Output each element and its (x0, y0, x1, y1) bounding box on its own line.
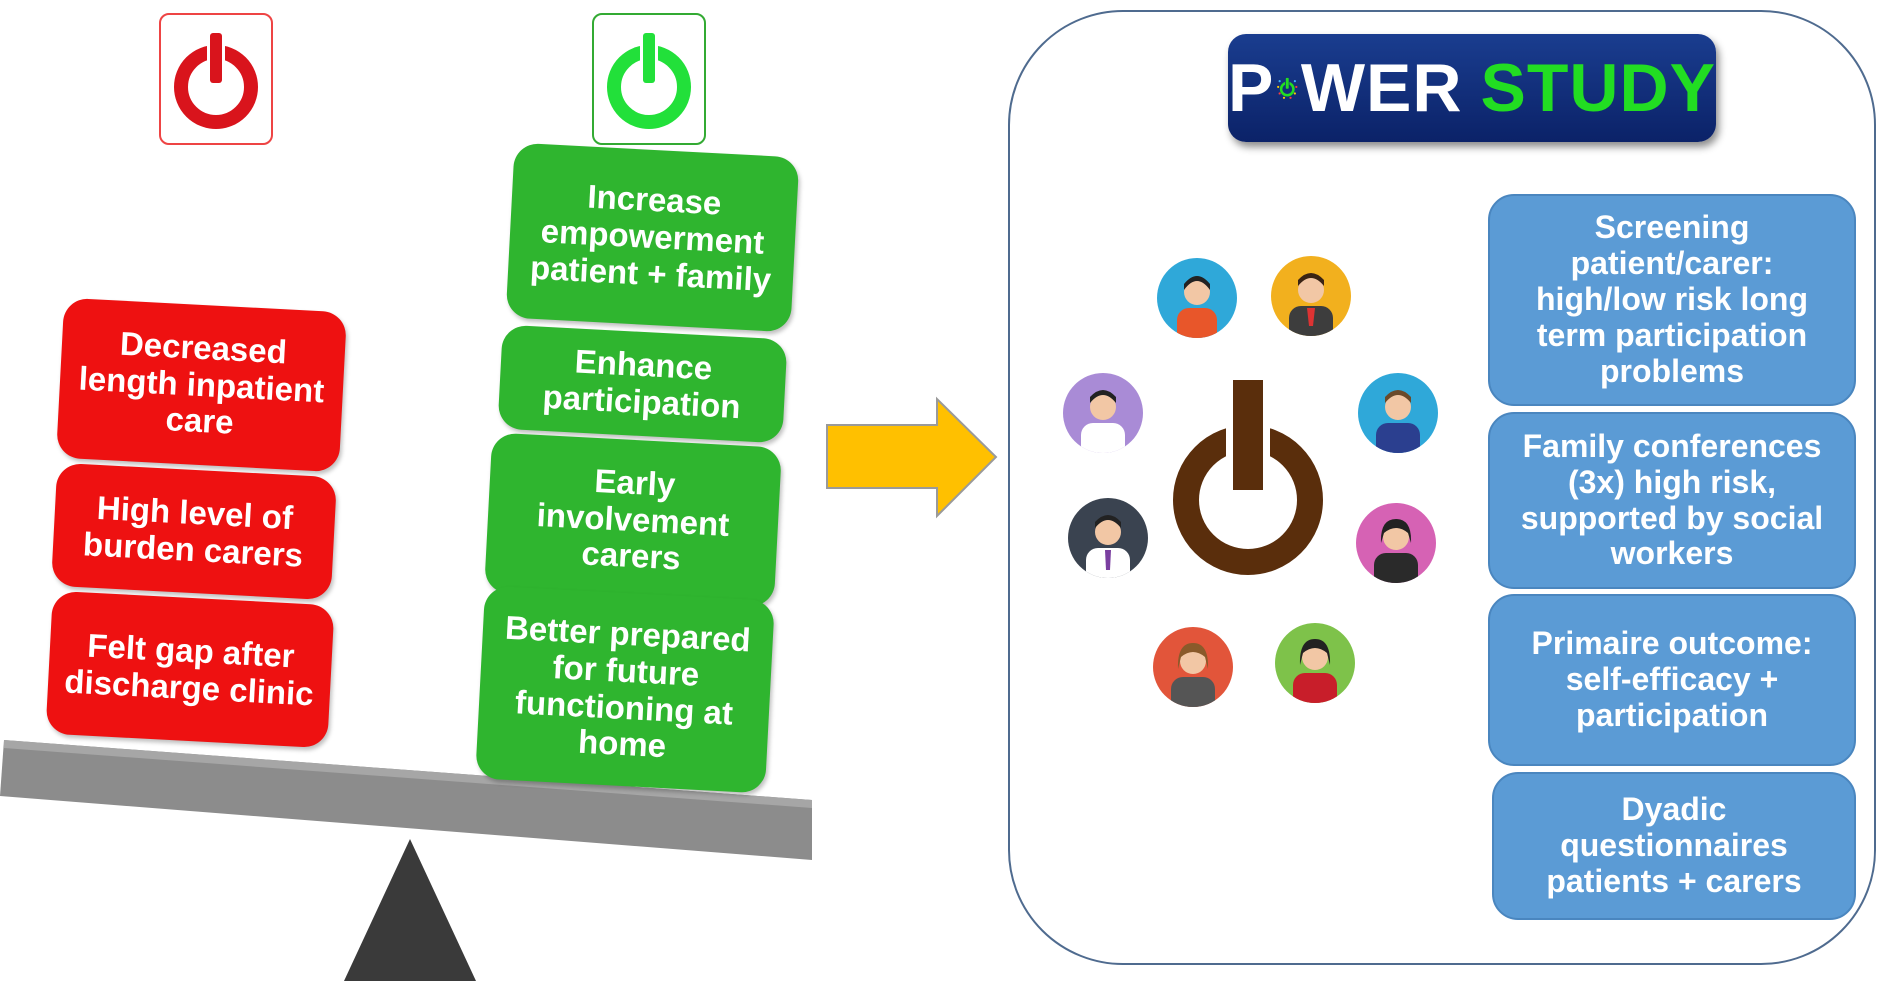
risk-item: High level of burden carers (50, 462, 338, 601)
fulcrum-triangle (344, 839, 476, 981)
person-icon (1063, 373, 1143, 453)
risk-item: Felt gap after discharge clinic (45, 590, 335, 749)
title-word-study: STUDY (1480, 50, 1716, 126)
person-icon (1271, 256, 1351, 336)
risk-item: Decreased length inpatient care (56, 297, 347, 473)
person-icon (1157, 258, 1237, 338)
power-on-icon (592, 13, 706, 145)
person-icon (1275, 623, 1355, 703)
title-letter-p: P (1228, 50, 1275, 126)
benefit-item: Early involvement carers (484, 432, 782, 608)
power-off-icon (159, 13, 273, 145)
person-icon (1153, 627, 1233, 707)
study-step: Dyadic questionnaires patients + carers (1492, 772, 1856, 920)
person-icon (1358, 373, 1438, 453)
power-logo-icon (1277, 77, 1298, 99)
benefit-item: Enhance participation (497, 324, 788, 444)
benefit-item: Better prepared for future functioning a… (475, 585, 775, 794)
person-icon (1356, 503, 1436, 583)
study-step: Family conferences (3x) high risk, suppo… (1488, 412, 1856, 589)
right-arrow-icon (826, 396, 998, 519)
power-study-banner: P WER STUDY (1228, 34, 1716, 142)
study-step: Primaire outcome: self-efficacy + partic… (1488, 594, 1856, 766)
power-icon (1173, 380, 1323, 575)
person-icon (1068, 498, 1148, 578)
study-step: Screening patient/carer: high/low risk l… (1488, 194, 1856, 406)
title-word-wer: WER (1300, 50, 1463, 126)
scale-beam (0, 740, 812, 860)
benefit-item: Increase empowerment patient + family (505, 142, 800, 333)
